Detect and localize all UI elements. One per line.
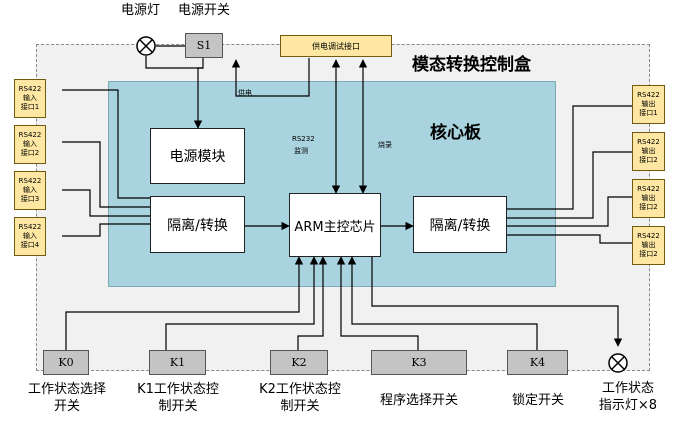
k1-switch: K1 bbox=[149, 350, 206, 375]
k1-arrow bbox=[165, 256, 319, 350]
status-light-label: 工作状态指示灯×8 bbox=[598, 381, 658, 413]
k2-arrow bbox=[297, 256, 328, 350]
light-ground-line bbox=[145, 56, 203, 69]
power-switch-label: 电源开关 bbox=[178, 3, 231, 18]
core-board-title: 核心板 bbox=[430, 123, 481, 143]
power-debug-port: 供电调试接口 bbox=[280, 35, 392, 57]
output2-line bbox=[507, 151, 632, 219]
k1-label: K1工作状态控制开关 bbox=[137, 382, 219, 414]
output1-line bbox=[507, 105, 632, 210]
power-light-label: 电源灯 bbox=[121, 3, 161, 18]
debug-power-arrow bbox=[231, 58, 310, 97]
burn-label: 烧录 bbox=[378, 141, 392, 149]
s1-to-power-module-arrow bbox=[193, 58, 204, 129]
k0-label: 工作状态选择开关 bbox=[27, 382, 106, 414]
k3-switch: K3 bbox=[371, 350, 467, 375]
output3-line bbox=[507, 196, 632, 227]
k4-switch: K4 bbox=[507, 350, 568, 375]
k2-switch: K2 bbox=[270, 350, 328, 375]
power-light-icon bbox=[136, 36, 156, 56]
output4-line bbox=[507, 234, 632, 244]
rs232-label-2: 监测 bbox=[294, 147, 308, 155]
status-light-arrow bbox=[371, 257, 623, 347]
k2-label: K2工作状态控制开关 bbox=[259, 382, 341, 414]
k3-arrow bbox=[336, 256, 419, 350]
input3-line bbox=[62, 189, 150, 217]
input1-line bbox=[62, 89, 150, 199]
k3-label: 程序选择开关 bbox=[379, 393, 458, 408]
power-module-block: 电源模块 bbox=[150, 128, 245, 184]
right-isolation-block: 隔离/转换 bbox=[413, 196, 507, 253]
k0-arrow bbox=[65, 256, 304, 350]
k4-label: 锁定开关 bbox=[511, 393, 564, 408]
k4-arrow bbox=[347, 256, 538, 350]
input4-line bbox=[62, 223, 150, 237]
input2-line bbox=[62, 141, 150, 208]
arm-chip-block: ARM主控芯片 bbox=[289, 193, 381, 257]
k0-switch: K0 bbox=[43, 350, 89, 375]
status-light-icon bbox=[608, 353, 628, 373]
left-isolation-block: 隔离/转换 bbox=[150, 196, 245, 253]
rs232-label-1: RS232 bbox=[292, 135, 315, 143]
control-box-title: 模态转换控制盒 bbox=[412, 55, 531, 75]
s1-switch: S1 bbox=[185, 33, 223, 58]
power-tag: 供电 bbox=[238, 89, 252, 97]
